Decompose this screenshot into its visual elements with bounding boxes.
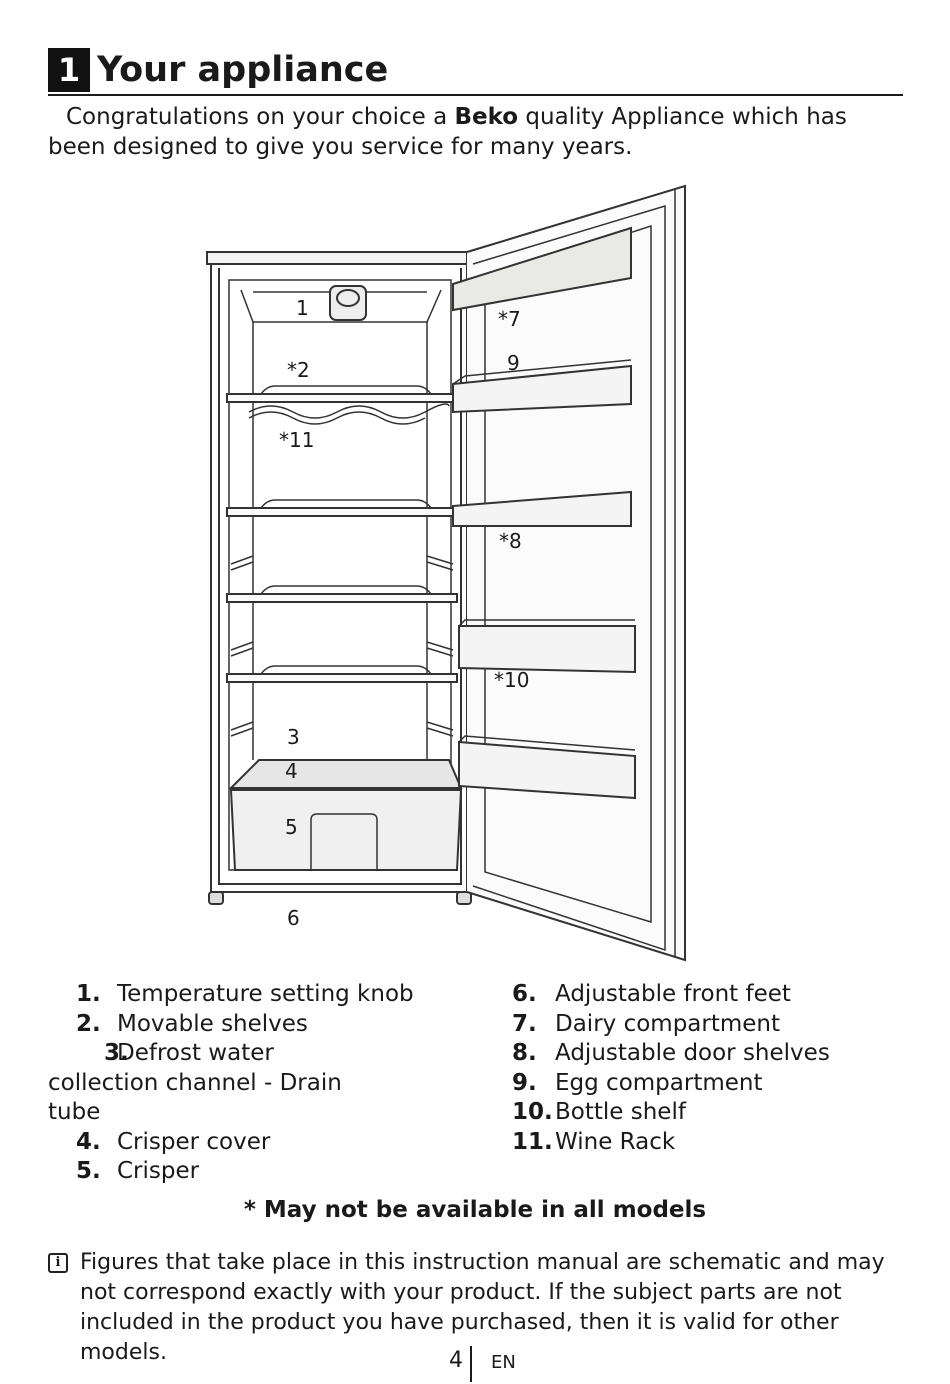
part-text: Adjustable door shelves <box>555 1040 830 1066</box>
intro-brand: Beko <box>454 104 519 130</box>
part-text: Bottle shelf <box>555 1099 686 1125</box>
part-item: 11.Wine Rack <box>512 1128 932 1158</box>
part-item: 5. Crisper <box>48 1157 478 1187</box>
part-item: 8. Adjustable door shelves <box>512 1039 932 1069</box>
part-number: 9. <box>512 1069 537 1096</box>
label-11: *11 <box>279 428 314 452</box>
part-number: 3. <box>104 1040 129 1066</box>
refrigerator-illustration: 1 *2 *11 3 4 5 6 *7 9 *8 *10 <box>206 184 686 962</box>
label-8: *8 <box>499 529 522 553</box>
parts-list-left: 1. Temperature setting knob 2. Movable she… <box>48 980 478 1187</box>
part-number: 2. <box>76 1010 101 1037</box>
part-text: Dairy compartment <box>555 1010 781 1037</box>
section-header: 1 Your appliance <box>48 48 903 96</box>
page-footer: 4 EN <box>0 1346 950 1382</box>
page-number: 4 <box>449 1348 463 1373</box>
label-5: 5 <box>285 815 298 839</box>
part-text: Wine Rack <box>555 1128 676 1155</box>
part-text: Crisper cover <box>117 1128 271 1155</box>
label-3: 3 <box>287 725 300 749</box>
part-text: Crisper <box>117 1158 200 1184</box>
label-7: *7 <box>498 307 521 331</box>
part-text: Adjustable front feet <box>555 981 791 1007</box>
part-item: 10.Bottle shelf <box>512 1098 932 1128</box>
part-number: 6. <box>512 981 537 1007</box>
info-icon: i <box>48 1253 68 1273</box>
parts-list-right: 6. Adjustable front feet 7. Dairy compartm… <box>512 980 932 1157</box>
part-item: 3.Defrost water collection channel - Dra… <box>48 1039 388 1128</box>
info-note: Figures that take place in this instruct… <box>80 1250 885 1365</box>
intro-paragraph: Congratulations on your choice a Beko qu… <box>48 102 908 162</box>
part-item: 7. Dairy compartment <box>512 1010 932 1040</box>
part-text: Movable shelves <box>117 1010 308 1037</box>
part-number: 7. <box>512 1010 537 1037</box>
section-number: 1 <box>48 48 90 92</box>
label-6: 6 <box>287 906 300 930</box>
language-code: EN <box>491 1352 516 1373</box>
part-number: 1. <box>76 981 101 1007</box>
label-2: *2 <box>287 358 310 382</box>
part-number: 4. <box>76 1128 101 1155</box>
part-number: 5. <box>76 1158 101 1184</box>
appliance-diagram: 1 *2 *11 3 4 5 6 *7 9 *8 *10 <box>195 180 695 970</box>
part-item: 6. Adjustable front feet <box>512 980 932 1010</box>
part-number: 8. <box>512 1040 537 1066</box>
section-title: Your appliance <box>97 50 389 90</box>
part-item: 1. Temperature setting knob <box>48 980 478 1010</box>
part-text: Temperature setting knob <box>117 981 414 1007</box>
part-number: 11. <box>512 1128 553 1155</box>
footer-divider <box>470 1346 472 1382</box>
label-9: 9 <box>507 351 520 375</box>
label-1: 1 <box>296 296 309 320</box>
part-item: 9. Egg compartment <box>512 1069 932 1099</box>
intro-after: quality Appliance which has been designe… <box>48 104 847 160</box>
label-10: *10 <box>494 668 529 692</box>
part-number: 10. <box>512 1099 553 1125</box>
label-4: 4 <box>285 759 298 783</box>
part-text: Egg compartment <box>555 1069 763 1096</box>
intro-before: Congratulations on your choice a <box>66 104 455 130</box>
part-text: Defrost water collection channel - Drain… <box>48 1040 342 1125</box>
part-item: 4. Crisper cover <box>48 1128 478 1158</box>
part-item: 2. Movable shelves <box>48 1010 478 1040</box>
availability-note: * May not be available in all models <box>243 1197 707 1223</box>
